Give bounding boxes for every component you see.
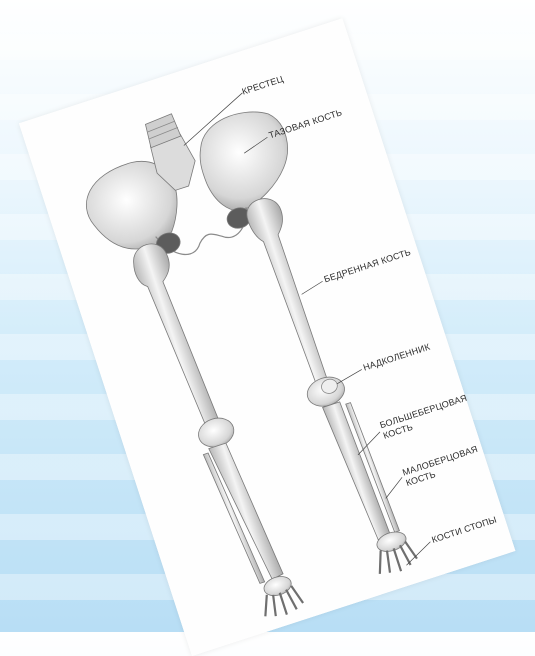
right-leg-bones [243,187,419,582]
